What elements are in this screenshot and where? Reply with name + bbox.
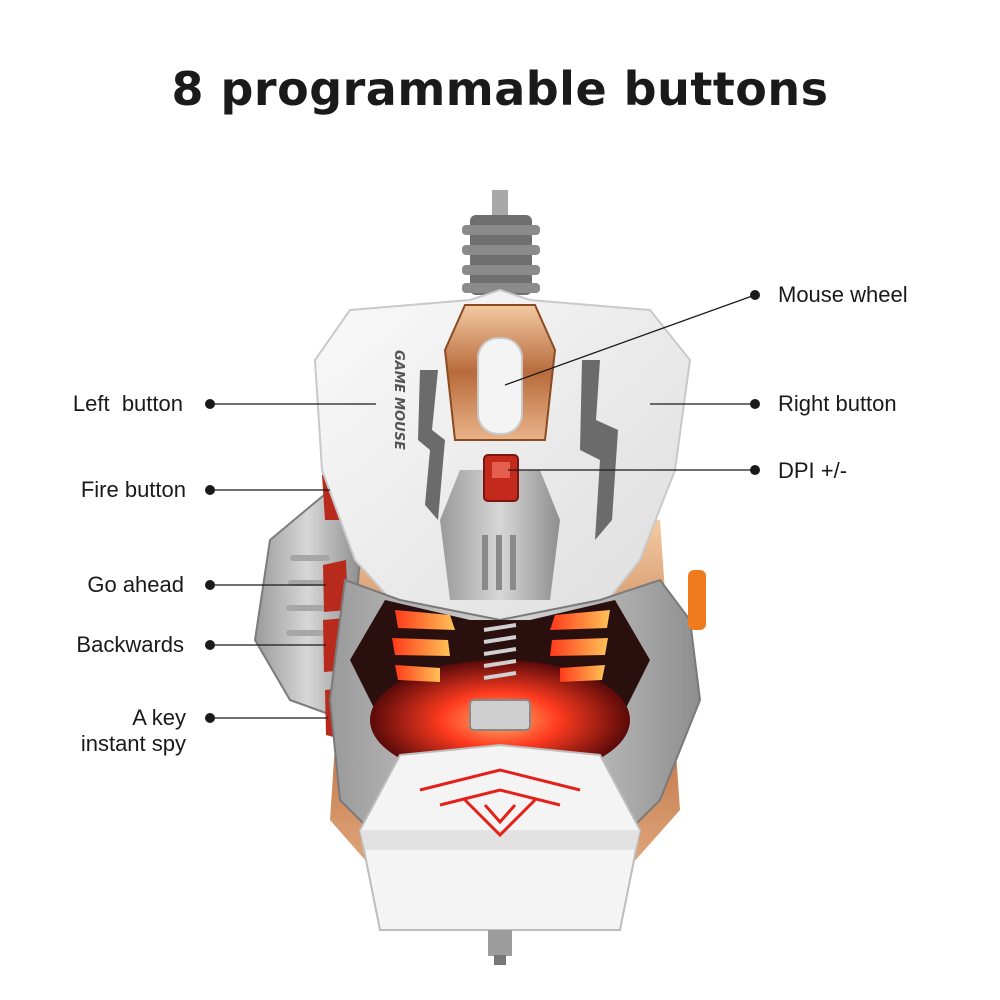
left-callout-dots [205,399,215,723]
spring [483,623,517,680]
game-mouse-logo: GAME MOUSE [391,350,406,450]
label-backwards: Backwards [76,632,184,657]
right-callouts [504,294,756,471]
knurled-knob [469,699,531,731]
bottom-connector-tip [494,955,506,965]
cable [462,190,540,295]
label-a-key-line2: instant spy [80,731,186,756]
dpi-button-highlight [492,462,510,478]
left-led-eyes [392,610,455,682]
right-stripe-deco [580,360,618,540]
right-led-eyes [550,610,610,682]
label-a-key-line1: A key [132,705,186,730]
spine-vents [482,535,516,590]
mouse-wheel-shape [477,337,523,435]
left-callouts [210,403,376,719]
emblem-icon [419,768,581,838]
label-mouse-wheel: Mouse wheel [778,282,908,307]
label-go-ahead: Go ahead [87,572,184,597]
right-callout-dots [750,290,760,475]
label-left-button: Left button [72,391,183,416]
label-fire-button: Fire button [80,477,186,502]
label-right-button: Right button [778,391,897,416]
left-stripe-deco [418,370,445,520]
bottom-connector [488,930,512,956]
front-plate-ridge [360,830,640,850]
right-orange-accent [688,570,706,630]
label-dpi: DPI +/- [778,458,848,483]
page-title: 8 programmable buttons [171,62,829,116]
